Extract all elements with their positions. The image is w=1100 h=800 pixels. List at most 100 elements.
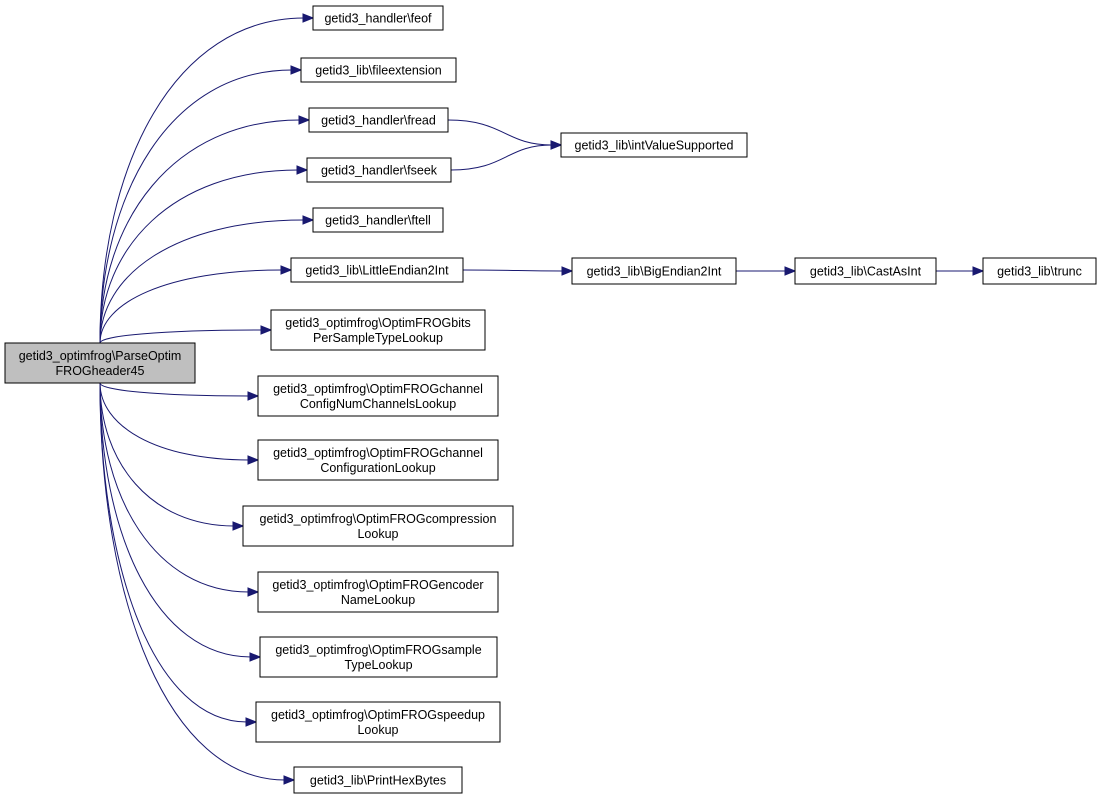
edge-line [99,382,286,781]
node-label: getid3_handler\fseek [321,164,438,178]
node-box[interactable] [300,57,457,83]
node-compr[interactable]: getid3_optimfrog\OptimFROGcompressionLoo… [242,505,514,547]
node-fseek[interactable]: getid3_handler\fseek [306,157,452,183]
edge-line [99,382,250,593]
node-feof[interactable]: getid3_handler\feof [312,5,444,31]
edge-line [99,382,252,658]
edge-be2int-to-castasint [735,266,797,276]
node-trunc[interactable]: getid3_lib\trunc [982,257,1097,285]
node-box[interactable] [257,439,499,481]
node-samptype[interactable]: getid3_optimfrog\OptimFROGsampleTypeLook… [259,636,498,678]
edge-arrowhead [249,652,262,662]
node-label: getid3_lib\PrintHexBytes [310,774,446,788]
edge-line [99,382,250,461]
node-box[interactable] [306,157,452,183]
edge-fread-to-intvalue [447,119,563,150]
edge-root-to-encname [99,382,260,597]
edge-line [462,269,564,272]
node-label: getid3_lib\LittleEndian2Int [305,264,449,278]
edge-arrowhead [247,455,260,465]
node-box[interactable] [257,375,499,417]
node-encname[interactable]: getid3_optimfrog\OptimFROGencoderNameLoo… [257,571,499,613]
node-fread[interactable]: getid3_handler\fread [308,107,449,133]
node-box[interactable] [982,257,1097,285]
node-intvalue[interactable]: getid3_lib\intValueSupported [560,132,748,158]
node-ftell[interactable]: getid3_handler\ftell [312,207,444,233]
node-label: getid3_optimfrog\OptimFROGencoder [272,578,483,592]
node-le2int[interactable]: getid3_lib\LittleEndian2Int [290,257,464,283]
node-box[interactable] [242,505,514,547]
node-label: TypeLookup [344,658,412,672]
node-label: getid3_lib\BigEndian2Int [587,265,722,279]
edge-arrowhead [232,521,245,531]
node-label: getid3_optimfrog\OptimFROGcompression [260,512,497,526]
edge-arrowhead [972,266,985,276]
edge-line [99,269,283,344]
node-box[interactable] [257,571,499,613]
node-label: getid3_lib\fileextension [315,64,442,78]
node-chnum[interactable]: getid3_optimfrog\OptimFROGchannelConfigN… [257,375,499,417]
node-label: ConfigNumChannelsLookup [300,397,456,411]
edge-arrowhead [302,215,315,225]
edge-arrowhead [784,266,797,276]
edges-layer [99,13,985,785]
node-label: Lookup [357,527,398,541]
edge-fseek-to-intvalue [450,140,563,171]
node-fileextension[interactable]: getid3_lib\fileextension [300,57,457,83]
node-label: getid3_lib\trunc [997,265,1082,279]
edge-line [99,382,235,527]
edge-root-to-compr [99,382,245,531]
edge-arrowhead [290,65,303,75]
edge-arrowhead [298,115,311,125]
edge-line [99,219,305,344]
node-chconf[interactable]: getid3_optimfrog\OptimFROGchannelConfigu… [257,439,499,481]
node-bitsps[interactable]: getid3_optimfrog\OptimFROGbitsPerSampleT… [270,309,486,351]
node-box[interactable] [4,342,196,384]
node-label: getid3_handler\ftell [325,214,431,228]
node-label: getid3_optimfrog\OptimFROGbits [285,316,471,330]
edge-arrowhead [283,775,296,785]
node-label: getid3_optimfrog\OptimFROGchannel [273,446,483,460]
edge-root-to-feof [99,13,315,344]
node-box[interactable] [255,701,501,743]
edge-root-to-samptype [99,382,262,662]
edge-root-to-speedup [99,382,258,727]
node-label: PerSampleTypeLookup [313,331,443,345]
node-label: getid3_optimfrog\ParseOptim [19,349,182,363]
node-box[interactable] [293,766,463,794]
node-box[interactable] [794,257,937,285]
edge-le2int-to-be2int [462,266,574,276]
edge-line [99,169,299,344]
node-box[interactable] [571,257,737,285]
node-box[interactable] [312,5,444,31]
node-box[interactable] [560,132,748,158]
edge-line [99,382,250,397]
node-be2int[interactable]: getid3_lib\BigEndian2Int [571,257,737,285]
edge-line [99,119,301,344]
node-label: getid3_lib\intValueSupported [575,139,734,153]
edge-arrowhead [247,391,260,401]
edge-root-to-ftell [99,215,315,344]
node-label: getid3_optimfrog\OptimFROGchannel [273,382,483,396]
edge-arrowhead [561,266,574,276]
edge-root-to-le2int [99,265,293,344]
edge-root-to-bitsps [99,325,273,344]
node-box[interactable] [290,257,464,283]
node-hexbytes[interactable]: getid3_lib\PrintHexBytes [293,766,463,794]
edge-root-to-chconf [99,382,260,465]
edge-line [99,17,305,344]
node-label: Lookup [357,723,398,737]
node-box[interactable] [308,107,449,133]
edge-root-to-fread [99,115,311,344]
node-castasint[interactable]: getid3_lib\CastAsInt [794,257,937,285]
node-box[interactable] [259,636,498,678]
edge-arrowhead [302,13,315,23]
edge-arrowhead [280,265,293,275]
node-box[interactable] [312,207,444,233]
edge-arrowhead [550,140,563,150]
node-label: ConfigurationLookup [320,461,435,475]
node-box[interactable] [270,309,486,351]
